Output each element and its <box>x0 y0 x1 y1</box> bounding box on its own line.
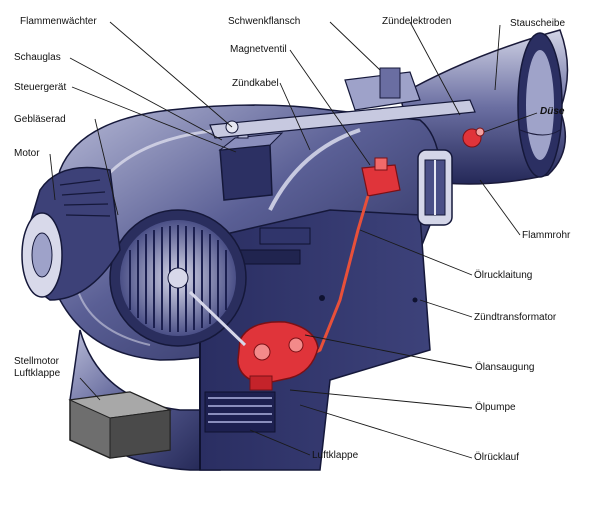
air-damper <box>204 391 276 433</box>
ignition-transformer <box>417 149 453 226</box>
label-oelpumpe: Ölpumpe <box>474 402 517 414</box>
swivel-flange <box>344 67 421 111</box>
motor <box>21 166 121 301</box>
label-steuergeraet: Steuergerät <box>14 82 67 93</box>
label-oelruecklauf: Ölrücklauf <box>474 452 520 463</box>
oil-pump <box>188 290 319 391</box>
label-stauscheibe: Stauscheibe <box>510 18 566 29</box>
label-duese: Düse <box>540 106 565 117</box>
label-stellmotor-line2: Luftklappe <box>14 368 61 379</box>
label-zuendkabel: Zündkabel <box>232 78 279 89</box>
flame-tube <box>399 29 569 185</box>
label-stellmotor-line1: Stellmotor <box>14 356 60 367</box>
solenoid-valve <box>361 157 401 197</box>
label-geblaeserad: Gebläserad <box>14 114 66 125</box>
label-magnetventil: Magnetventil <box>230 44 287 55</box>
nozzle <box>462 127 485 148</box>
ignition-cable <box>268 128 361 211</box>
label-zuendelektroden: Zündelektroden <box>382 16 452 27</box>
label-schwenkflansch: Schwenkflansch <box>228 16 301 27</box>
damper-actuator <box>68 391 172 459</box>
label-flammenwaechter: Flammenwächter <box>20 16 97 27</box>
label-oelansaugung: Ölansaugung <box>474 362 536 374</box>
label-zuendtransformator: Zündtransformator <box>474 312 557 323</box>
label-flammrohr: Flammrohr <box>522 230 571 241</box>
leader-lines <box>49 21 538 459</box>
label-luftklappe: Luftklappe <box>312 450 359 461</box>
label-oelruecklaufleitung: Ölrucklaitung <box>474 270 533 281</box>
label-schauglas: Schauglas <box>14 52 61 63</box>
label-motor: Motor <box>14 148 40 159</box>
